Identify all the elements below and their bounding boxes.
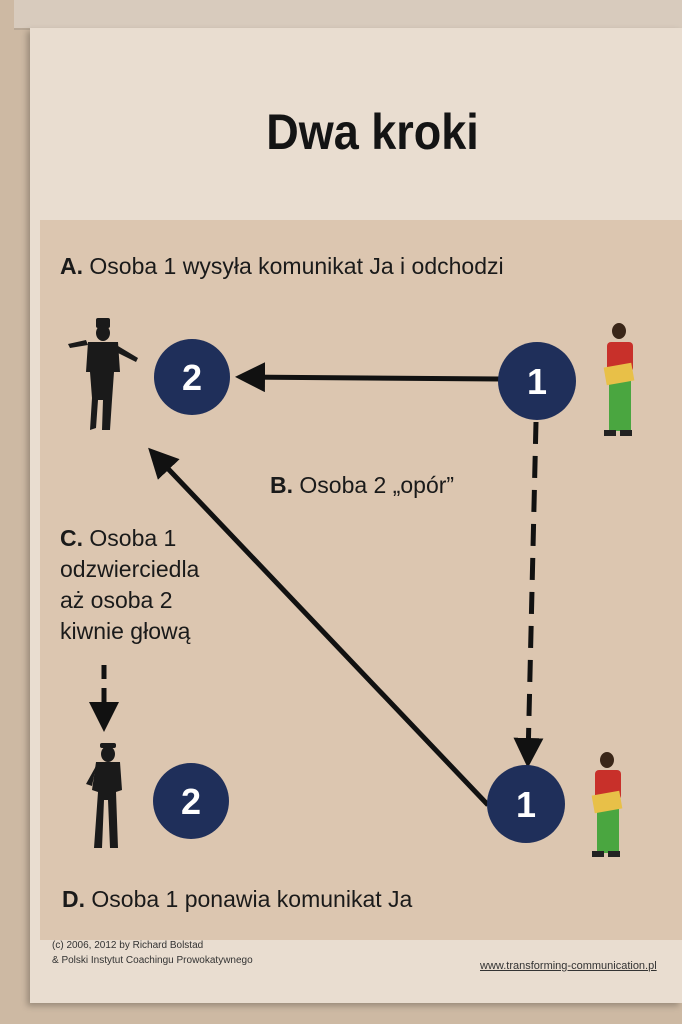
page-title: Dwa kroki	[266, 104, 479, 160]
svg-text:1: 1	[527, 361, 547, 402]
node-2-top: 2	[154, 339, 230, 415]
person-2-silhouette-bottom-icon	[86, 743, 122, 848]
step-a-label: A. Osoba 1 wysyła komunikat Ja i odchodz…	[60, 253, 504, 279]
person-1-figure-bottom-icon	[591, 752, 623, 857]
footer-url-link[interactable]: www.transforming-communication.pl	[480, 960, 657, 972]
diagram-panel	[40, 220, 682, 940]
arrow-b-dashed	[513, 421, 544, 768]
arrow-c-diagonal	[148, 447, 490, 807]
node-1-top: 1	[498, 342, 576, 420]
person-2-silhouette-top-icon	[68, 318, 138, 430]
arrow-a	[235, 362, 501, 393]
node-1-bottom: 1	[487, 765, 565, 843]
svg-text:1: 1	[516, 784, 536, 825]
step-d-label: D. Osoba 1 ponawia komunikat Ja	[62, 886, 413, 912]
step-c-label: C. Osoba 1 odzwierciedla aż osoba 2 kiwn…	[60, 525, 200, 644]
person-1-figure-top-icon	[603, 323, 635, 436]
footer-credits: (c) 2006, 2012 by Richard Bolstad & Pols…	[52, 940, 253, 966]
svg-text:2: 2	[182, 357, 202, 398]
node-2-bottom: 2	[153, 763, 229, 839]
step-b-label: B. Osoba 2 „opór”	[270, 472, 455, 498]
svg-text:2: 2	[181, 781, 201, 822]
